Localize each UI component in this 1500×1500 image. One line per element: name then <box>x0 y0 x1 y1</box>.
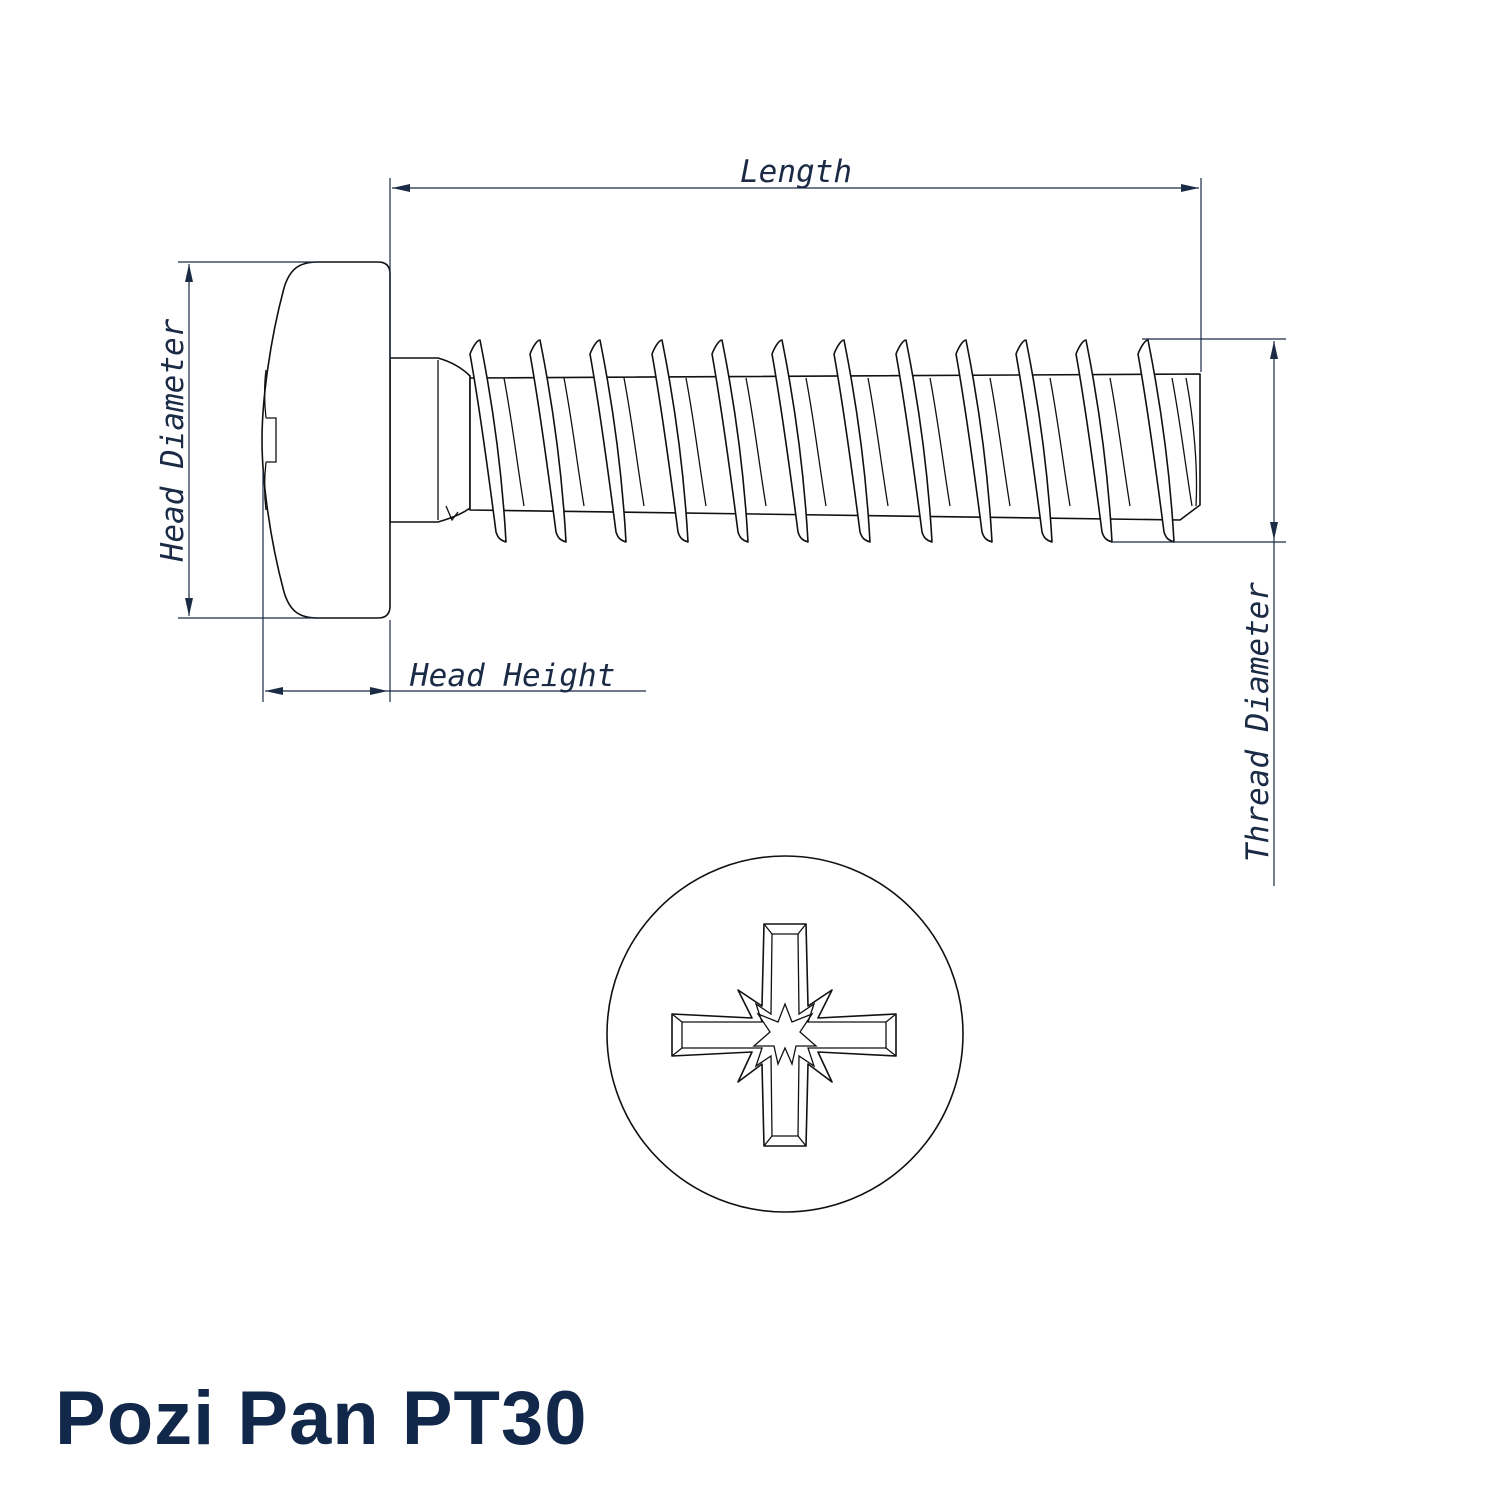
pan-head <box>261 261 391 619</box>
thread-flank <box>867 377 889 507</box>
thread-crest <box>711 339 749 543</box>
length-label: Length <box>740 154 852 190</box>
thread-crest <box>651 339 689 543</box>
thread-diameter-label: Thread Diameter <box>1240 582 1276 862</box>
thread-flank <box>805 377 827 507</box>
thread-crest <box>1075 339 1113 543</box>
thread-flank <box>1171 377 1193 507</box>
thread-flank <box>745 377 767 507</box>
thread-crest <box>529 339 567 543</box>
screw-side-view <box>261 261 1201 619</box>
head-height-dimension: Head Height <box>262 470 646 702</box>
thread-flank <box>563 377 585 507</box>
thread-crests <box>469 339 1198 543</box>
thread-flank <box>623 377 645 507</box>
thread-crest <box>469 339 507 543</box>
thread-crest <box>955 339 993 543</box>
thread-crest <box>1015 339 1053 543</box>
thread-core <box>469 373 1201 521</box>
product-title: Pozi Pan PT30 <box>55 1376 588 1461</box>
thread-crest <box>589 339 627 543</box>
screw-head-top-view <box>606 855 964 1213</box>
head-height-label: Head Height <box>409 658 615 694</box>
thread-diameter-dimension: Thread Diameter <box>1112 338 1286 886</box>
length-dimension: Length <box>389 154 1202 372</box>
thread-flank <box>1049 377 1071 507</box>
screw-neck <box>389 357 471 523</box>
thread-tip <box>1185 377 1198 507</box>
head-diameter-dimension: Head Diameter <box>155 261 320 619</box>
thread-crest <box>833 339 871 543</box>
head-diameter-label: Head Diameter <box>155 318 191 562</box>
thread-flank <box>989 377 1011 507</box>
thread-crest <box>771 339 809 543</box>
thread-flank <box>685 377 707 507</box>
thread-flank <box>503 377 525 507</box>
thread-crest <box>895 339 933 543</box>
thread-flank <box>1109 377 1131 507</box>
thread-flank <box>929 377 951 507</box>
pozidriv-center-star <box>752 1002 818 1067</box>
head-recess-notch <box>266 417 277 463</box>
